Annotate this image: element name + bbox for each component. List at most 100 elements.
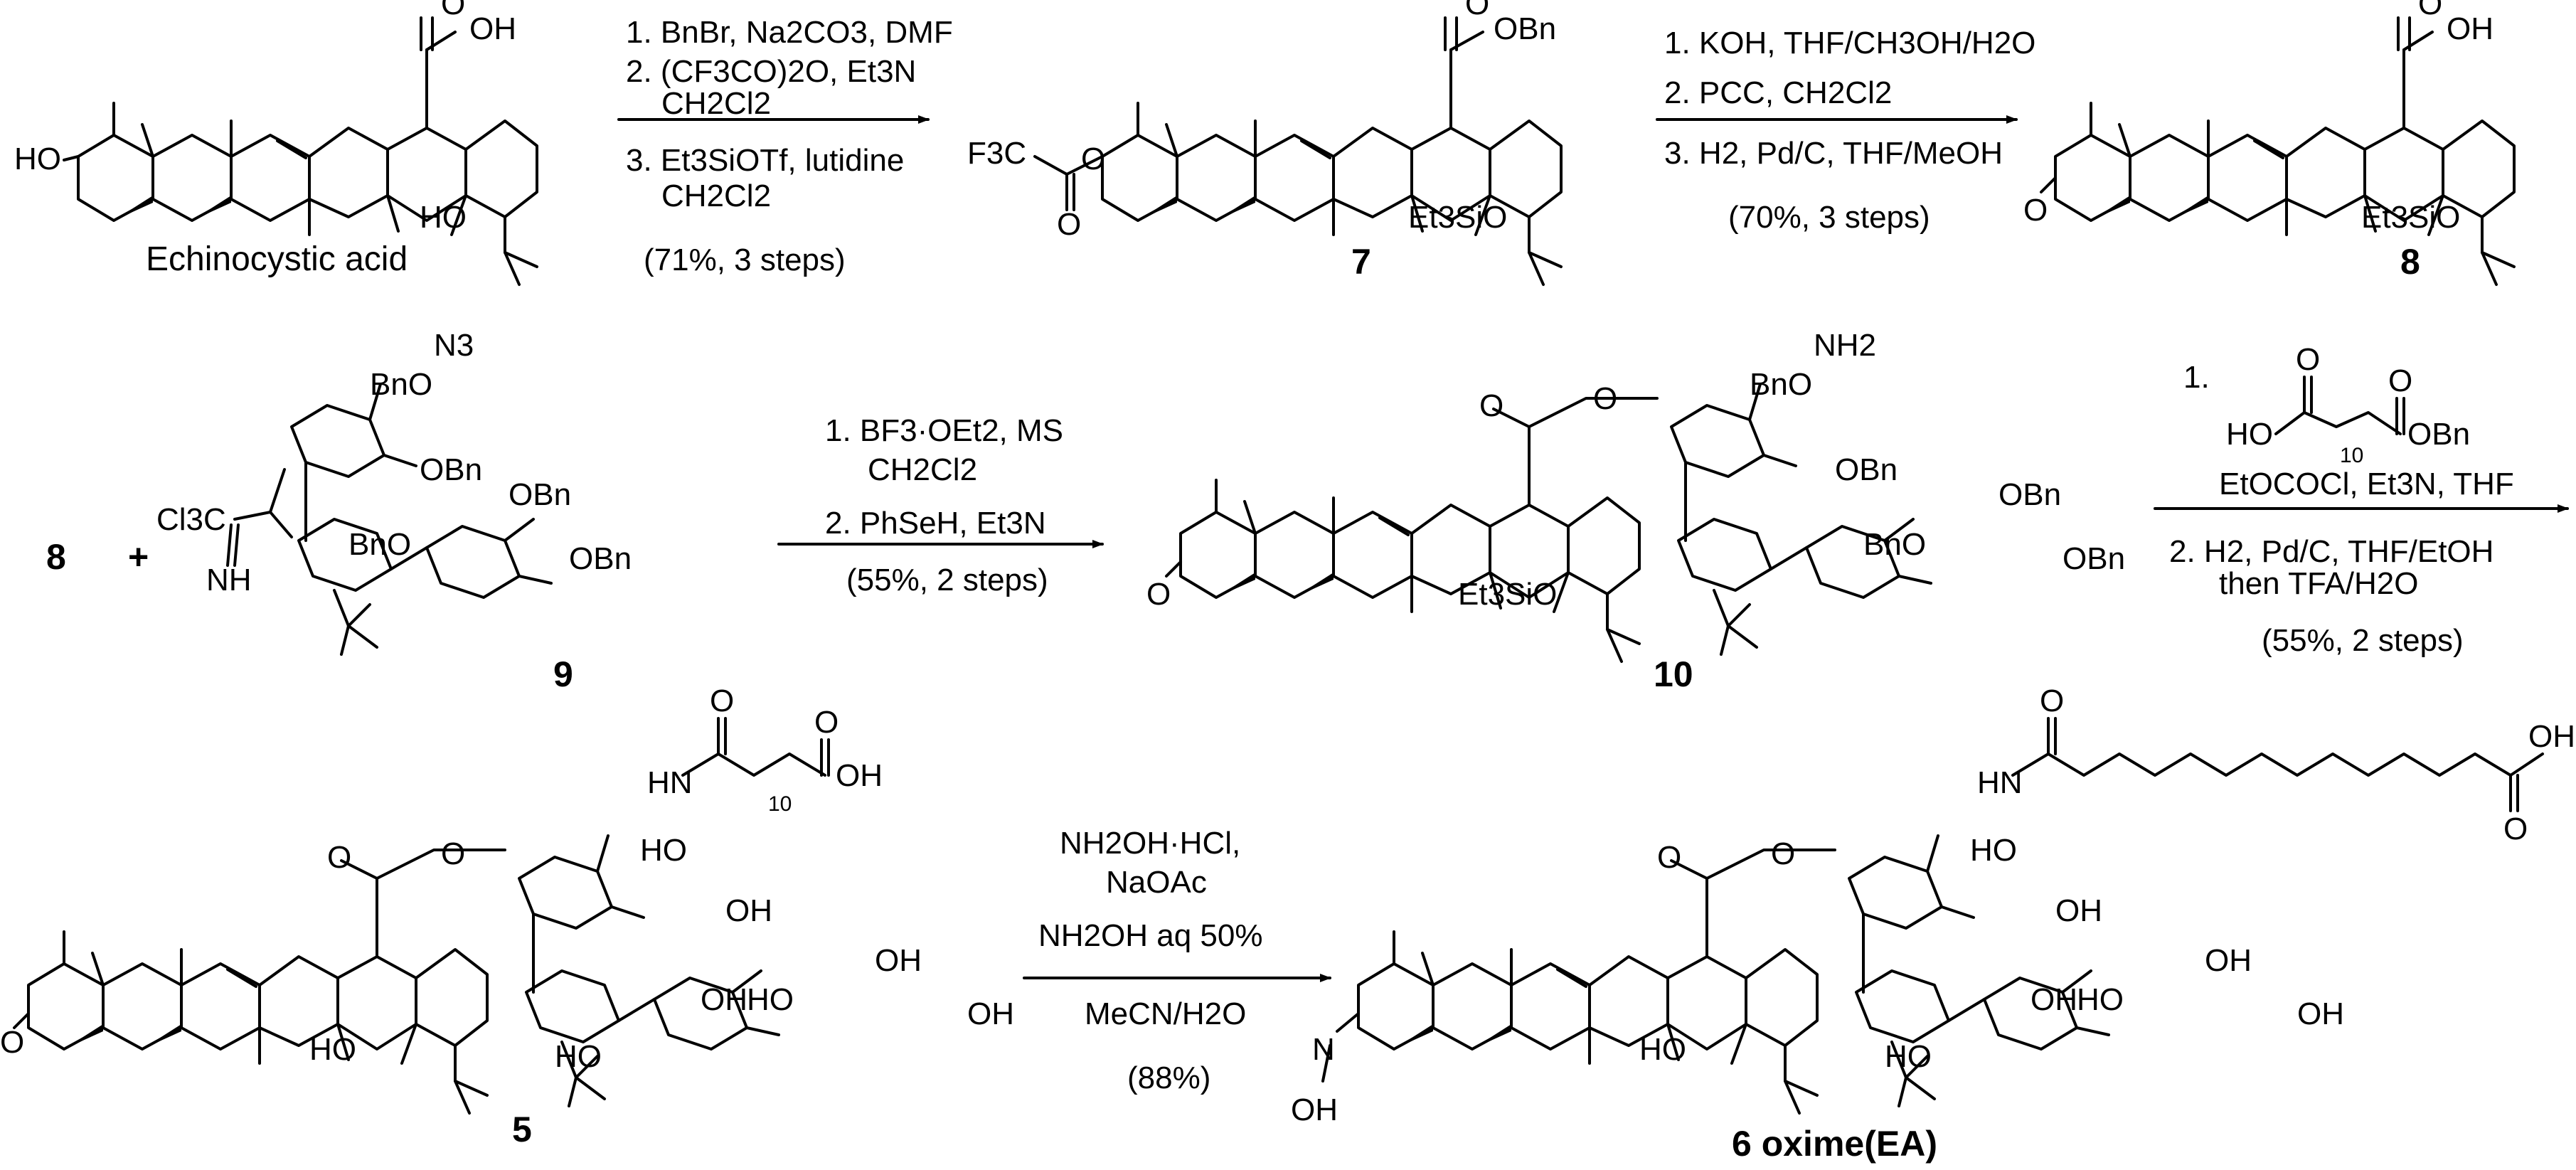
svg-text:O: O [1057, 207, 1081, 242]
svg-text:OBn: OBn [1998, 477, 2061, 512]
svg-text:NH2OH·HCl,: NH2OH·HCl, [1060, 826, 1240, 861]
compound-6-oxime-structure: O O OH HN HO OH O O N OH HO HO OH HO OH … [1291, 684, 2575, 1127]
svg-text:O: O [2023, 193, 2048, 228]
atom-16-ho: HO [420, 200, 467, 235]
svg-text:OH: OH [836, 758, 883, 793]
svg-text:OBn: OBn [509, 477, 571, 512]
svg-text:OH: OH [2297, 996, 2344, 1031]
svg-text:2. H2, Pd/C, THF/EtOH: 2. H2, Pd/C, THF/EtOH [2169, 534, 2493, 569]
svg-text:O: O [441, 836, 465, 871]
svg-text:OH: OH [2031, 982, 2077, 1017]
svg-text:OH: OH [2205, 943, 2252, 978]
compound-label-5: 5 [512, 1110, 532, 1149]
echinocystic-acid-structure: O OH HO HO [14, 0, 538, 286]
compound-5-structure: O O OH 10 HN HO OH O O O HO HO OH HO OH … [0, 684, 1014, 1115]
svg-text:(88%): (88%) [1127, 1060, 1210, 1095]
svg-text:10: 10 [768, 792, 792, 816]
svg-text:O: O [0, 1025, 24, 1060]
svg-text:1.: 1. [2183, 360, 2210, 395]
svg-text:OBn: OBn [1835, 452, 1898, 487]
svg-text:BnO: BnO [370, 367, 432, 402]
svg-text:HO: HO [1639, 1032, 1686, 1067]
svg-text:HO: HO [2077, 982, 2124, 1017]
svg-text:NH2OH aq 50%: NH2OH aq 50% [1038, 918, 1262, 953]
svg-text:BnO: BnO [1863, 527, 1926, 562]
conditions-step-4: 1. O O HO OBn 10 EtOCOCl, Et3N, THF 2. H… [2154, 342, 2569, 658]
svg-text:HO: HO [1970, 833, 2017, 868]
svg-text:O: O [814, 705, 839, 740]
svg-text:Et3SiO: Et3SiO [1458, 577, 1557, 612]
atom-3-ho: HO [14, 142, 61, 176]
svg-text:then TFA/H2O: then TFA/H2O [2219, 566, 2418, 601]
compound-9-structure: BnO N3 OBn Cl3C NH BnO OBn OBn [156, 328, 632, 656]
compound-label-9: 9 [553, 654, 573, 694]
svg-text:O: O [1146, 577, 1171, 612]
svg-text:HO: HO [1885, 1039, 1932, 1074]
svg-text:O: O [710, 684, 734, 718]
svg-text:O: O [2418, 0, 2442, 21]
compound-label-6-oxime: 6 oxime(EA) [1732, 1124, 1937, 1164]
plus-sign: + [128, 537, 149, 577]
svg-text:OH: OH [2528, 719, 2575, 754]
svg-text:2. (CF3CO)2O, Et3N: 2. (CF3CO)2O, Et3N [626, 54, 916, 89]
compound-label-8: 8 [2400, 242, 2420, 282]
svg-text:Et3SiO: Et3SiO [1408, 200, 1507, 235]
svg-text:(71%, 3 steps): (71%, 3 steps) [644, 243, 846, 277]
conditions-step-2: 1. KOH, THF/CH3OH/H2O 2. PCC, CH2Cl2 3. … [1664, 26, 2035, 235]
svg-text:HN: HN [647, 765, 693, 800]
svg-text:BnO: BnO [1750, 367, 1812, 402]
svg-text:NH2: NH2 [1814, 328, 1876, 363]
compound-label-10: 10 [1654, 654, 1693, 694]
conditions-step-5: NH2OH·HCl, NaOAc NH2OH aq 50% MeCN/H2O (… [1038, 826, 1262, 1095]
svg-text:1. BnBr, Na2CO3, DMF: 1. BnBr, Na2CO3, DMF [626, 15, 953, 50]
svg-text:3. Et3SiOTf, lutidine: 3. Et3SiOTf, lutidine [626, 143, 904, 178]
svg-text:MeCN/H2O: MeCN/H2O [1085, 996, 1246, 1031]
svg-text:2. PCC, CH2Cl2: 2. PCC, CH2Cl2 [1664, 75, 1892, 110]
svg-text:HO: HO [640, 833, 687, 868]
svg-text:N: N [1312, 1032, 1335, 1067]
svg-text:OH: OH [725, 893, 772, 928]
svg-text:OBn: OBn [569, 541, 632, 576]
svg-text:O: O [2388, 363, 2412, 398]
svg-text:O: O [1479, 388, 1503, 423]
svg-text:HO: HO [747, 982, 794, 1017]
svg-text:(55%, 2 steps): (55%, 2 steps) [2262, 623, 2464, 658]
svg-text:O: O [2503, 812, 2528, 846]
svg-text:OBn: OBn [2063, 541, 2125, 576]
svg-text:(55%, 2 steps): (55%, 2 steps) [846, 563, 1048, 597]
svg-text:2. PhSeH, Et3N: 2. PhSeH, Et3N [825, 506, 1046, 541]
svg-text:EtOCOCl, Et3N, THF: EtOCOCl, Et3N, THF [2219, 467, 2514, 501]
compound-7-structure: O OBn O F3C O Et3SiO [967, 0, 1563, 286]
svg-text:N3: N3 [434, 328, 474, 363]
svg-text:OBn: OBn [2407, 417, 2470, 452]
svg-text:CH2Cl2: CH2Cl2 [661, 179, 771, 213]
svg-text:O: O [1657, 840, 1681, 875]
svg-text:HO: HO [309, 1032, 356, 1067]
svg-text:CH2Cl2: CH2Cl2 [868, 452, 977, 487]
svg-text:OBn: OBn [420, 452, 482, 487]
conditions-step-3: 1. BF3·OEt2, MS CH2Cl2 2. PhSeH, Et3N (5… [825, 413, 1063, 597]
svg-text:O: O [1771, 836, 1795, 871]
svg-text:1. KOH, THF/CH3OH/H2O: 1. KOH, THF/CH3OH/H2O [1664, 26, 2035, 60]
svg-text:OH: OH [701, 982, 747, 1017]
atom-cooh-oh: OH [469, 11, 516, 46]
svg-text:F3C: F3C [967, 136, 1026, 171]
svg-text:1. BF3·OEt2, MS: 1. BF3·OEt2, MS [825, 413, 1063, 448]
reactant-8-label: 8 [46, 537, 66, 577]
svg-text:O: O [1081, 142, 1105, 176]
atom-cooh-o: O [441, 0, 465, 21]
svg-text:O: O [327, 840, 351, 875]
svg-text:OH: OH [967, 996, 1014, 1031]
svg-text:(70%, 3 steps): (70%, 3 steps) [1728, 200, 1930, 235]
compound-label-7: 7 [1351, 242, 1371, 282]
compound-8-structure: O OH O Et3SiO [2023, 0, 2516, 286]
conditions-step-1: 1. BnBr, Na2CO3, DMF 2. (CF3CO)2O, Et3N … [626, 15, 953, 277]
svg-text:10: 10 [2340, 444, 2363, 467]
svg-text:O: O [1465, 0, 1489, 21]
svg-text:BnO: BnO [348, 527, 411, 562]
svg-text:OH: OH [875, 943, 922, 978]
svg-text:3. H2, Pd/C, THF/MeOH: 3. H2, Pd/C, THF/MeOH [1664, 136, 2003, 171]
svg-text:NH: NH [206, 563, 252, 597]
svg-text:HO: HO [555, 1039, 602, 1074]
